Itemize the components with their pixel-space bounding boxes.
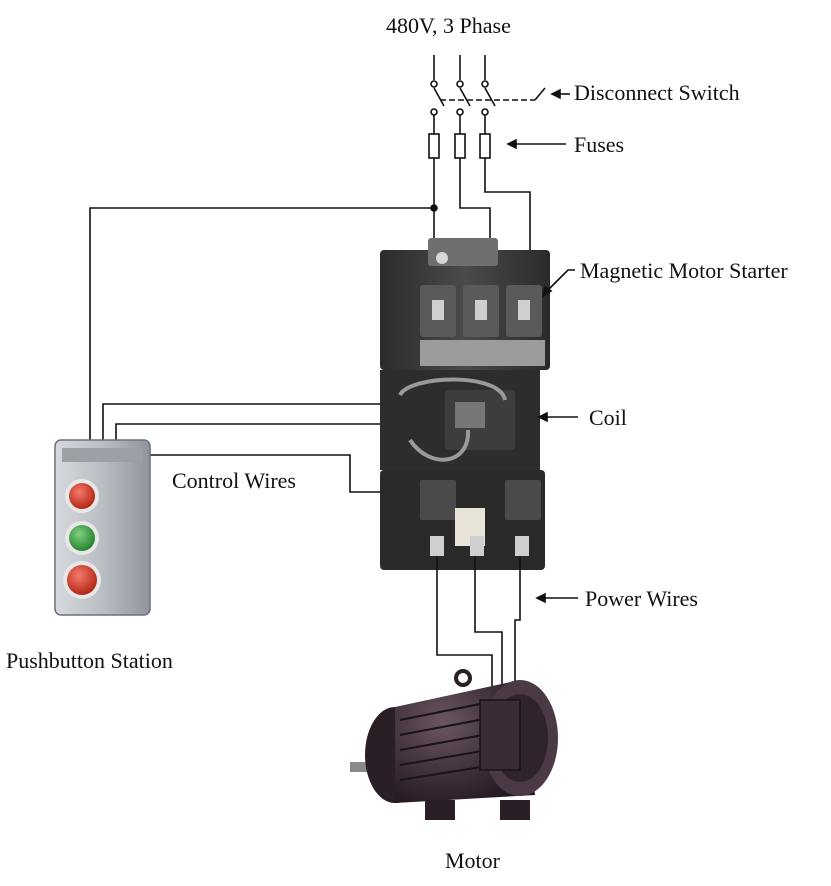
disconnect-switch	[430, 87, 546, 116]
pointer-arrows	[506, 88, 578, 604]
red-pushbutton-icon	[69, 483, 95, 509]
motor	[350, 669, 558, 820]
control-wires-label: Control Wires	[172, 468, 296, 493]
magnetic-motor-starter-label: Magnetic Motor Starter	[580, 258, 788, 283]
lifting-eye	[454, 669, 472, 687]
supply-lines	[430, 55, 489, 88]
magnetic-motor-starter	[380, 238, 550, 570]
pushbutton-station	[54, 439, 151, 616]
stop-pushbutton-icon	[67, 565, 97, 595]
disconnect-switch-label: Disconnect Switch	[574, 80, 740, 105]
motor-label: Motor	[445, 848, 500, 873]
control-wire-lines	[89, 204, 438, 493]
terminal-box	[479, 699, 521, 771]
green-pushbutton-icon	[69, 525, 95, 551]
fuses	[428, 115, 491, 159]
fuses-label: Fuses	[574, 132, 625, 157]
power-wires-label: Power Wires	[585, 586, 698, 611]
supply-label: 480V, 3 Phase	[386, 13, 511, 38]
pushbutton-station-label: Pushbutton Station	[6, 648, 173, 673]
coil-label: Coil	[589, 405, 627, 430]
